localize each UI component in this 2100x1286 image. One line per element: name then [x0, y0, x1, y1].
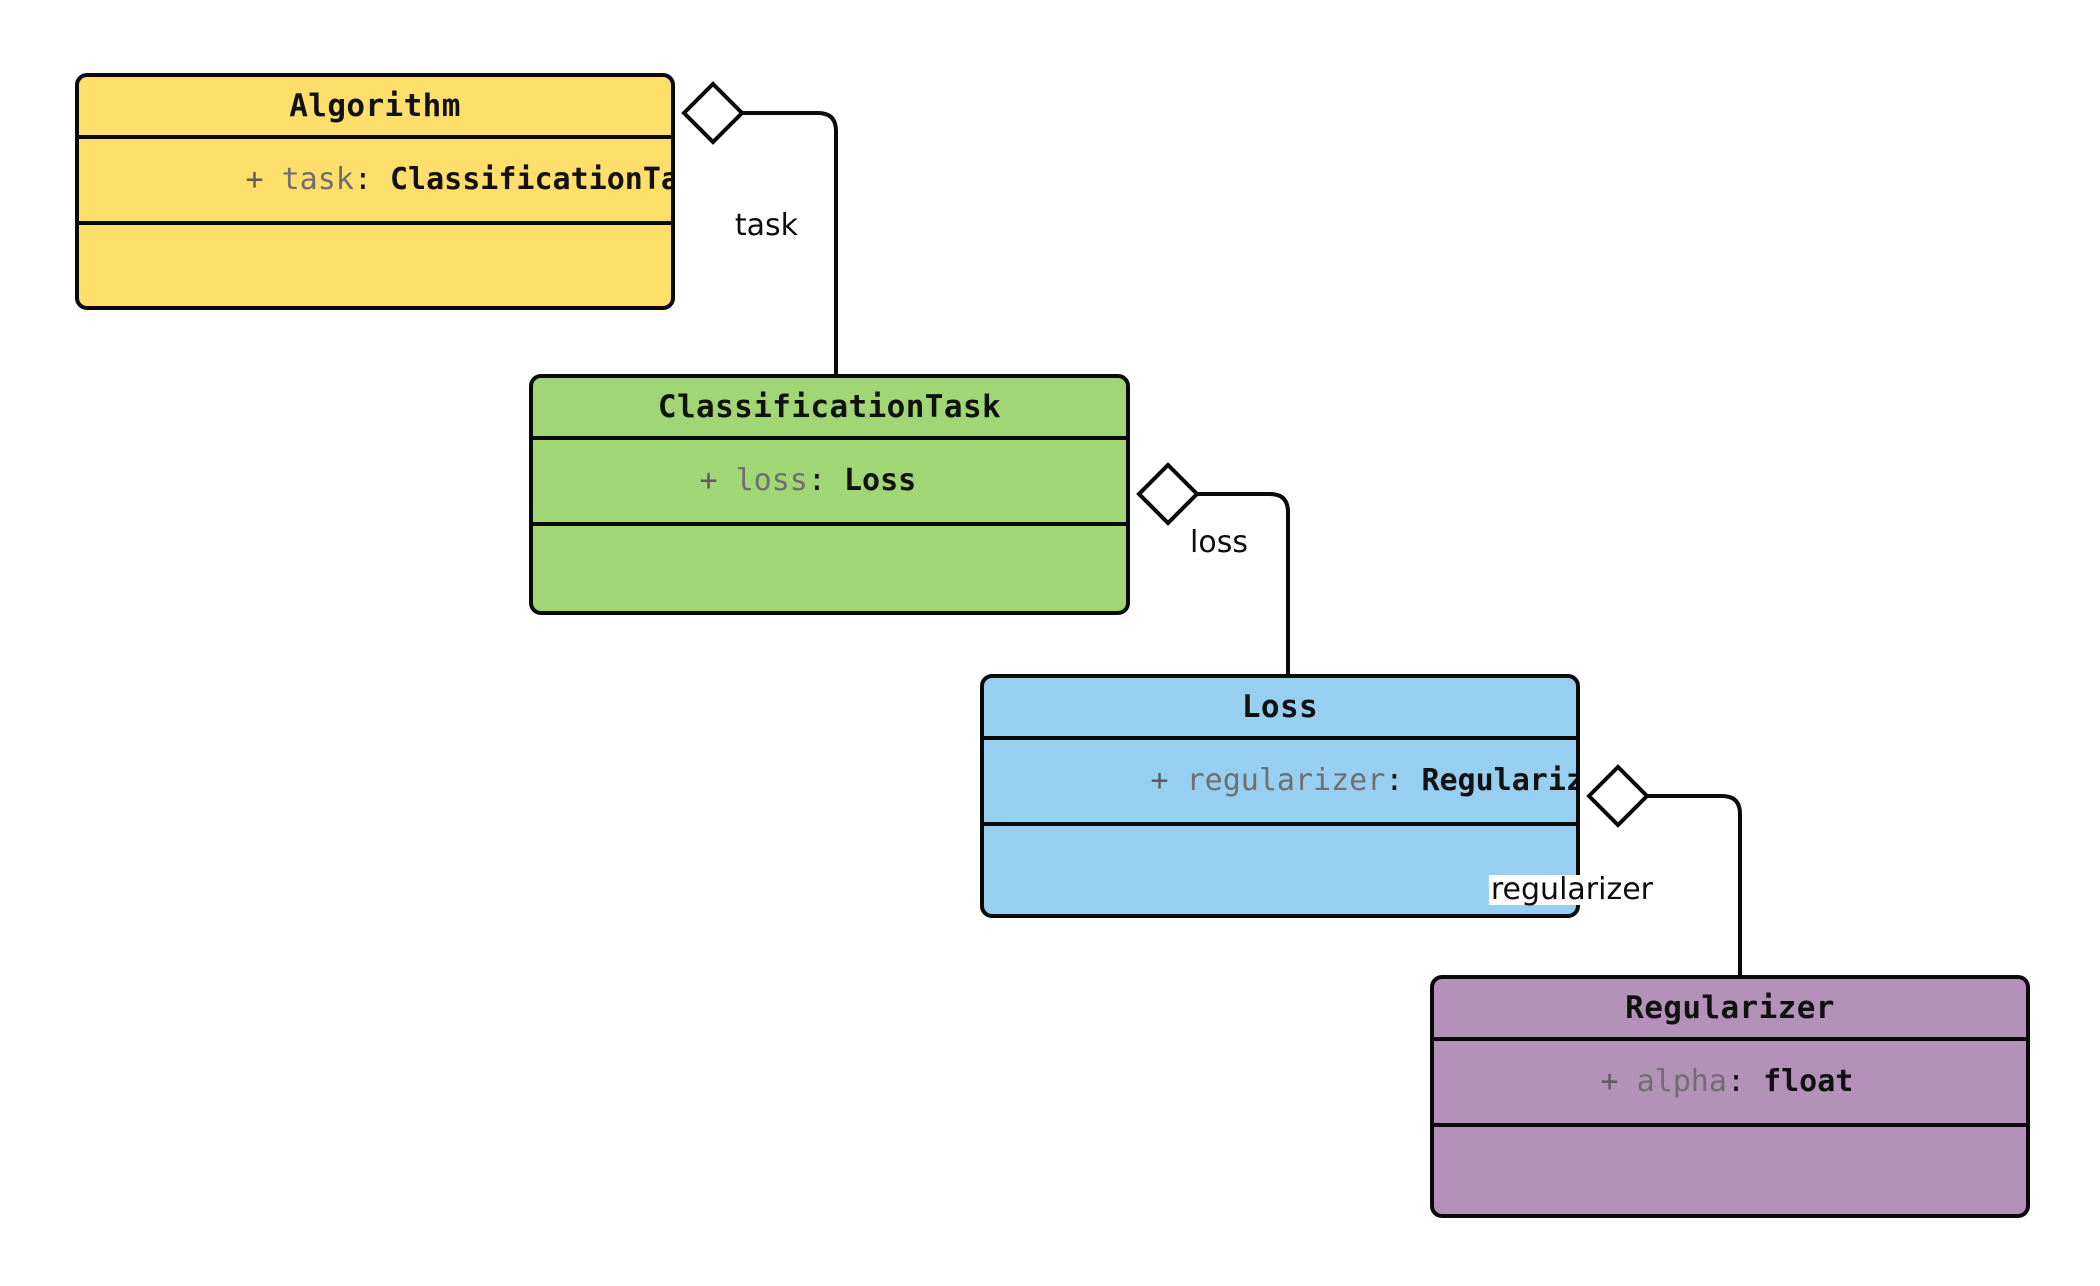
- attribute-separator: :: [1385, 763, 1422, 799]
- class-methods-loss: [984, 826, 1576, 914]
- edge-label-regularizer: regularizer: [1488, 872, 1655, 907]
- class-attributes-algorithm: + task: ClassificationTask: [79, 139, 671, 225]
- class-attributes-loss: + regularizer: Regularizer: [984, 740, 1576, 826]
- class-box-loss[interactable]: Loss + regularizer: Regularizer: [980, 674, 1580, 918]
- class-methods-regularizer: [1434, 1127, 2026, 1214]
- attribute-visibility: +: [699, 463, 718, 499]
- class-title-regularizer: Regularizer: [1434, 979, 2026, 1041]
- class-title-loss: Loss: [984, 678, 1576, 740]
- class-attributes-regularizer: + alpha: float: [1434, 1041, 2026, 1127]
- relationship-line-loss-regularizer: [1647, 794, 1742, 975]
- class-box-classificationtask[interactable]: ClassificationTask + loss: Loss: [529, 374, 1130, 615]
- class-box-regularizer[interactable]: Regularizer + alpha: float: [1430, 975, 2030, 1218]
- attribute-type: Regularizer: [1421, 763, 1576, 799]
- attribute-name: alpha: [1636, 1064, 1727, 1100]
- attribute-visibility: +: [1150, 763, 1169, 799]
- class-box-algorithm[interactable]: Algorithm + task: ClassificationTask: [75, 73, 675, 310]
- aggregation-diamond-algorithm-task: [681, 81, 745, 145]
- attribute-separator: :: [1726, 1064, 1764, 1100]
- attribute-separator: :: [807, 463, 844, 499]
- relationship-line-classificationtask-loss: [1197, 492, 1290, 674]
- attribute-type: ClassificationTask: [390, 162, 671, 198]
- class-methods-classificationtask: [533, 526, 1126, 611]
- attribute-name: task: [281, 162, 354, 198]
- edge-label-loss: loss: [1188, 525, 1250, 560]
- attribute-visibility: +: [1600, 1064, 1619, 1100]
- attribute-visibility: +: [245, 162, 264, 198]
- class-title-algorithm: Algorithm: [79, 77, 671, 139]
- attribute-separator: :: [353, 162, 390, 198]
- attribute-row: + regularizer: Regularizer: [1006, 725, 1577, 838]
- edge-label-task: task: [732, 208, 800, 243]
- class-attributes-classificationtask: + loss: Loss: [533, 440, 1126, 526]
- class-title-classificationtask: ClassificationTask: [533, 378, 1126, 440]
- relationship-line-algorithm-task: [742, 111, 838, 374]
- attribute-name: regularizer: [1186, 763, 1386, 799]
- aggregation-diamond-loss-regularizer: [1586, 764, 1650, 828]
- aggregation-diamond-classificationtask-loss: [1136, 462, 1200, 526]
- class-methods-algorithm: [79, 225, 671, 306]
- attribute-row: + task: ClassificationTask: [101, 124, 672, 237]
- attribute-type: float: [1763, 1064, 1854, 1100]
- attribute-type: Loss: [844, 463, 917, 499]
- attribute-row: + alpha: float: [1456, 1026, 2026, 1139]
- attribute-row: + loss: Loss: [555, 425, 1126, 538]
- attribute-name: loss: [735, 463, 808, 499]
